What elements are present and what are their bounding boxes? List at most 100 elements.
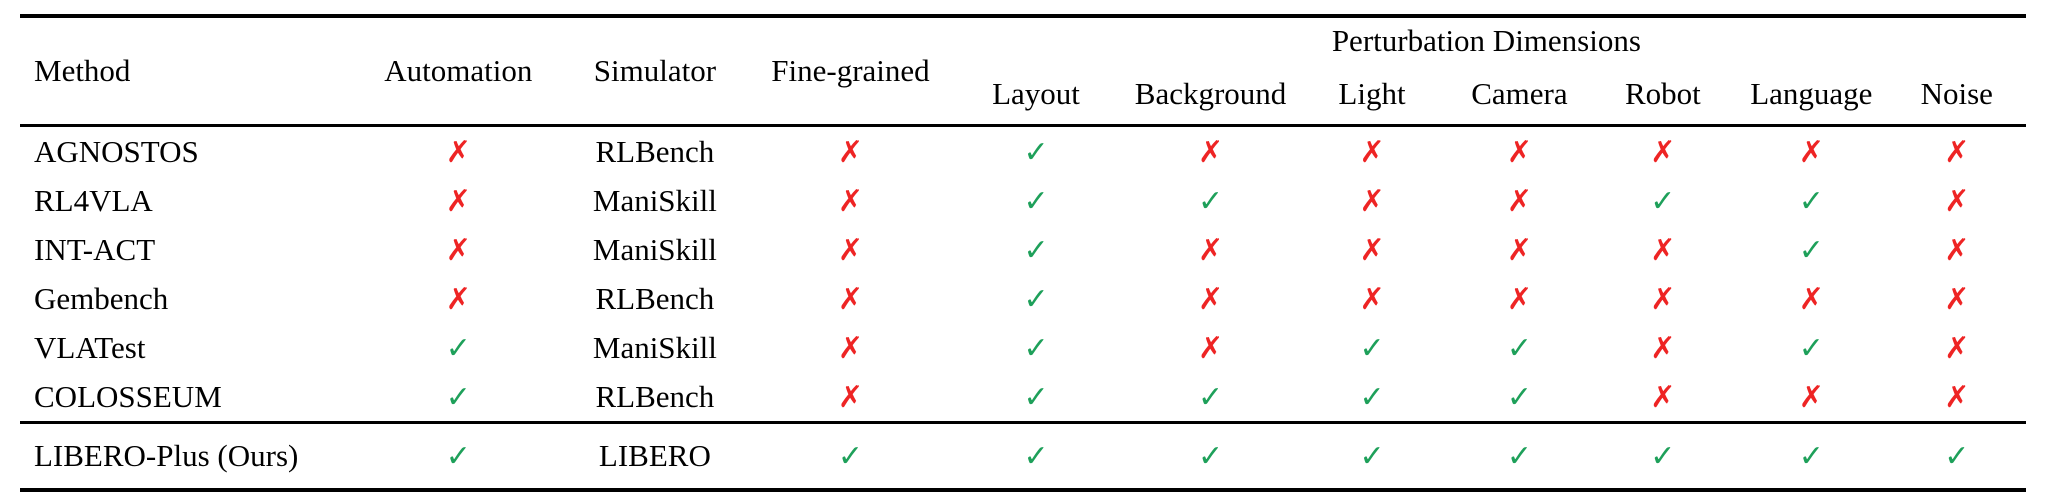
cell-camera: ✓ [1448,323,1590,372]
header-row-1: Method Automation Simulator Fine-grained… [20,16,2026,127]
cross-icon: ✗ [445,232,471,268]
cell-background: ✗ [1125,323,1296,372]
cell-simulator: ManiSkill [592,182,717,218]
cross-icon: ✗ [445,134,471,170]
method-name: Gembench [34,280,169,316]
cross-icon: ✗ [1359,281,1385,317]
cell-noise: ✗ [1888,274,2026,323]
cell-noise: ✗ [1888,126,2026,177]
check-icon: ✓ [1197,183,1224,219]
col-header-background: Background [1125,64,1296,127]
cell-fine-grained: ✗ [754,372,947,424]
cell-noise: ✗ [1888,323,2026,372]
cross-icon: ✗ [1197,330,1224,366]
cell-noise: ✗ [1888,176,2026,225]
check-icon: ✓ [1023,439,1049,474]
check-icon: ✓ [1798,330,1824,366]
cell-layout: ✓ [947,126,1126,177]
cell-light: ✓ [1296,323,1448,372]
cell-noise: ✓ [1888,423,2026,491]
check-icon: ✓ [1359,439,1385,474]
cell-light: ✗ [1296,176,1448,225]
cell-language: ✓ [1735,225,1887,274]
cell-language: ✓ [1735,423,1887,491]
cross-icon: ✗ [837,281,864,317]
cell-fine-grained: ✗ [754,274,947,323]
cell-language: ✗ [1735,372,1888,424]
cross-icon: ✗ [1506,281,1533,317]
col-header-automation: Automation [361,16,556,127]
cross-icon: ✗ [1650,232,1676,268]
check-icon: ✓ [1506,439,1533,474]
cell-background: ✗ [1125,126,1296,177]
method-name: INT-ACT [34,231,156,267]
col-header-light: Light [1295,64,1449,127]
cross-icon: ✗ [1798,281,1824,317]
table-row: INT-ACT✗ManiSkill✗✓✗✗✗✗✓✗ [20,225,2026,274]
table-row: VLATest✓ManiSkill✗✓✗✓✓✗✓✗ [20,323,2026,372]
table-row: LIBERO-Plus (Ours)✓LIBERO✓✓✓✓✓✓✓✓ [20,423,2026,491]
cross-icon: ✗ [1798,134,1824,170]
cell-simulator: LIBERO [598,438,711,473]
cell-language: ✗ [1735,274,1887,323]
check-icon: ✓ [1023,134,1049,170]
col-group-header-perturbation-dimensions: Perturbation Dimensions [1331,23,1641,58]
cell-background: ✓ [1125,372,1296,424]
cell-camera: ✓ [1448,372,1591,424]
col-header-camera: Camera [1448,64,1591,127]
cross-icon: ✗ [837,183,864,219]
cell-fine-grained: ✗ [754,225,947,274]
check-icon: ✓ [1798,232,1824,268]
check-icon: ✓ [1359,379,1385,415]
cross-icon: ✗ [1197,281,1224,317]
cross-icon: ✗ [1650,134,1676,170]
cell-light: ✗ [1296,274,1448,323]
cross-icon: ✗ [1359,134,1385,170]
cell-automation: ✗ [361,225,556,274]
benchmark-comparison-table: Method Automation Simulator Fine-grained… [20,14,2026,492]
cell-simulator: ManiSkill [592,329,717,365]
cell-automation: ✗ [361,176,556,225]
table-header: Method Automation Simulator Fine-grained… [20,16,2026,127]
cross-icon: ✗ [837,232,864,268]
check-icon: ✓ [1944,439,1970,474]
table-row: AGNOSTOS✗RLBench✗✓✗✗✗✗✗✗ [20,126,2026,177]
cell-automation: ✓ [361,323,556,372]
cross-icon: ✗ [1944,183,1970,219]
check-icon: ✓ [1798,183,1824,219]
check-icon: ✓ [1650,439,1676,474]
cell-background: ✗ [1125,225,1296,274]
cell-camera: ✓ [1448,423,1590,491]
table-row: COLOSSEUM✓RLBench✗✓✓✓✓✗✗✗ [20,372,2026,424]
check-icon: ✓ [1023,379,1049,415]
cell-language: ✓ [1735,176,1887,225]
check-icon: ✓ [1197,439,1224,474]
col-header-fine-grained: Fine-grained [754,16,947,127]
cell-camera: ✗ [1448,274,1590,323]
check-icon: ✓ [1023,183,1049,219]
cross-icon: ✗ [1197,134,1224,170]
cell-robot: ✓ [1591,176,1735,225]
cell-fine-grained: ✗ [754,126,947,177]
cross-icon: ✗ [1506,232,1533,268]
cell-robot: ✗ [1591,274,1735,323]
check-icon: ✓ [1798,439,1824,474]
cell-layout: ✓ [947,323,1126,372]
method-name: AGNOSTOS [34,133,199,169]
cross-icon: ✗ [837,330,864,366]
cross-icon: ✗ [1944,134,1970,170]
cross-icon: ✗ [837,134,864,170]
check-icon: ✓ [837,439,864,474]
col-header-language: Language [1735,64,1888,127]
cross-icon: ✗ [837,379,864,415]
cell-automation: ✗ [361,274,556,323]
cell-automation: ✓ [361,423,556,491]
cross-icon: ✗ [1506,183,1533,219]
check-icon: ✓ [445,379,471,415]
check-icon: ✓ [1197,379,1224,415]
cell-light: ✗ [1296,225,1448,274]
table-body: AGNOSTOS✗RLBench✗✓✗✗✗✗✗✗RL4VLA✗ManiSkill… [20,126,2026,424]
cross-icon: ✗ [1197,232,1224,268]
